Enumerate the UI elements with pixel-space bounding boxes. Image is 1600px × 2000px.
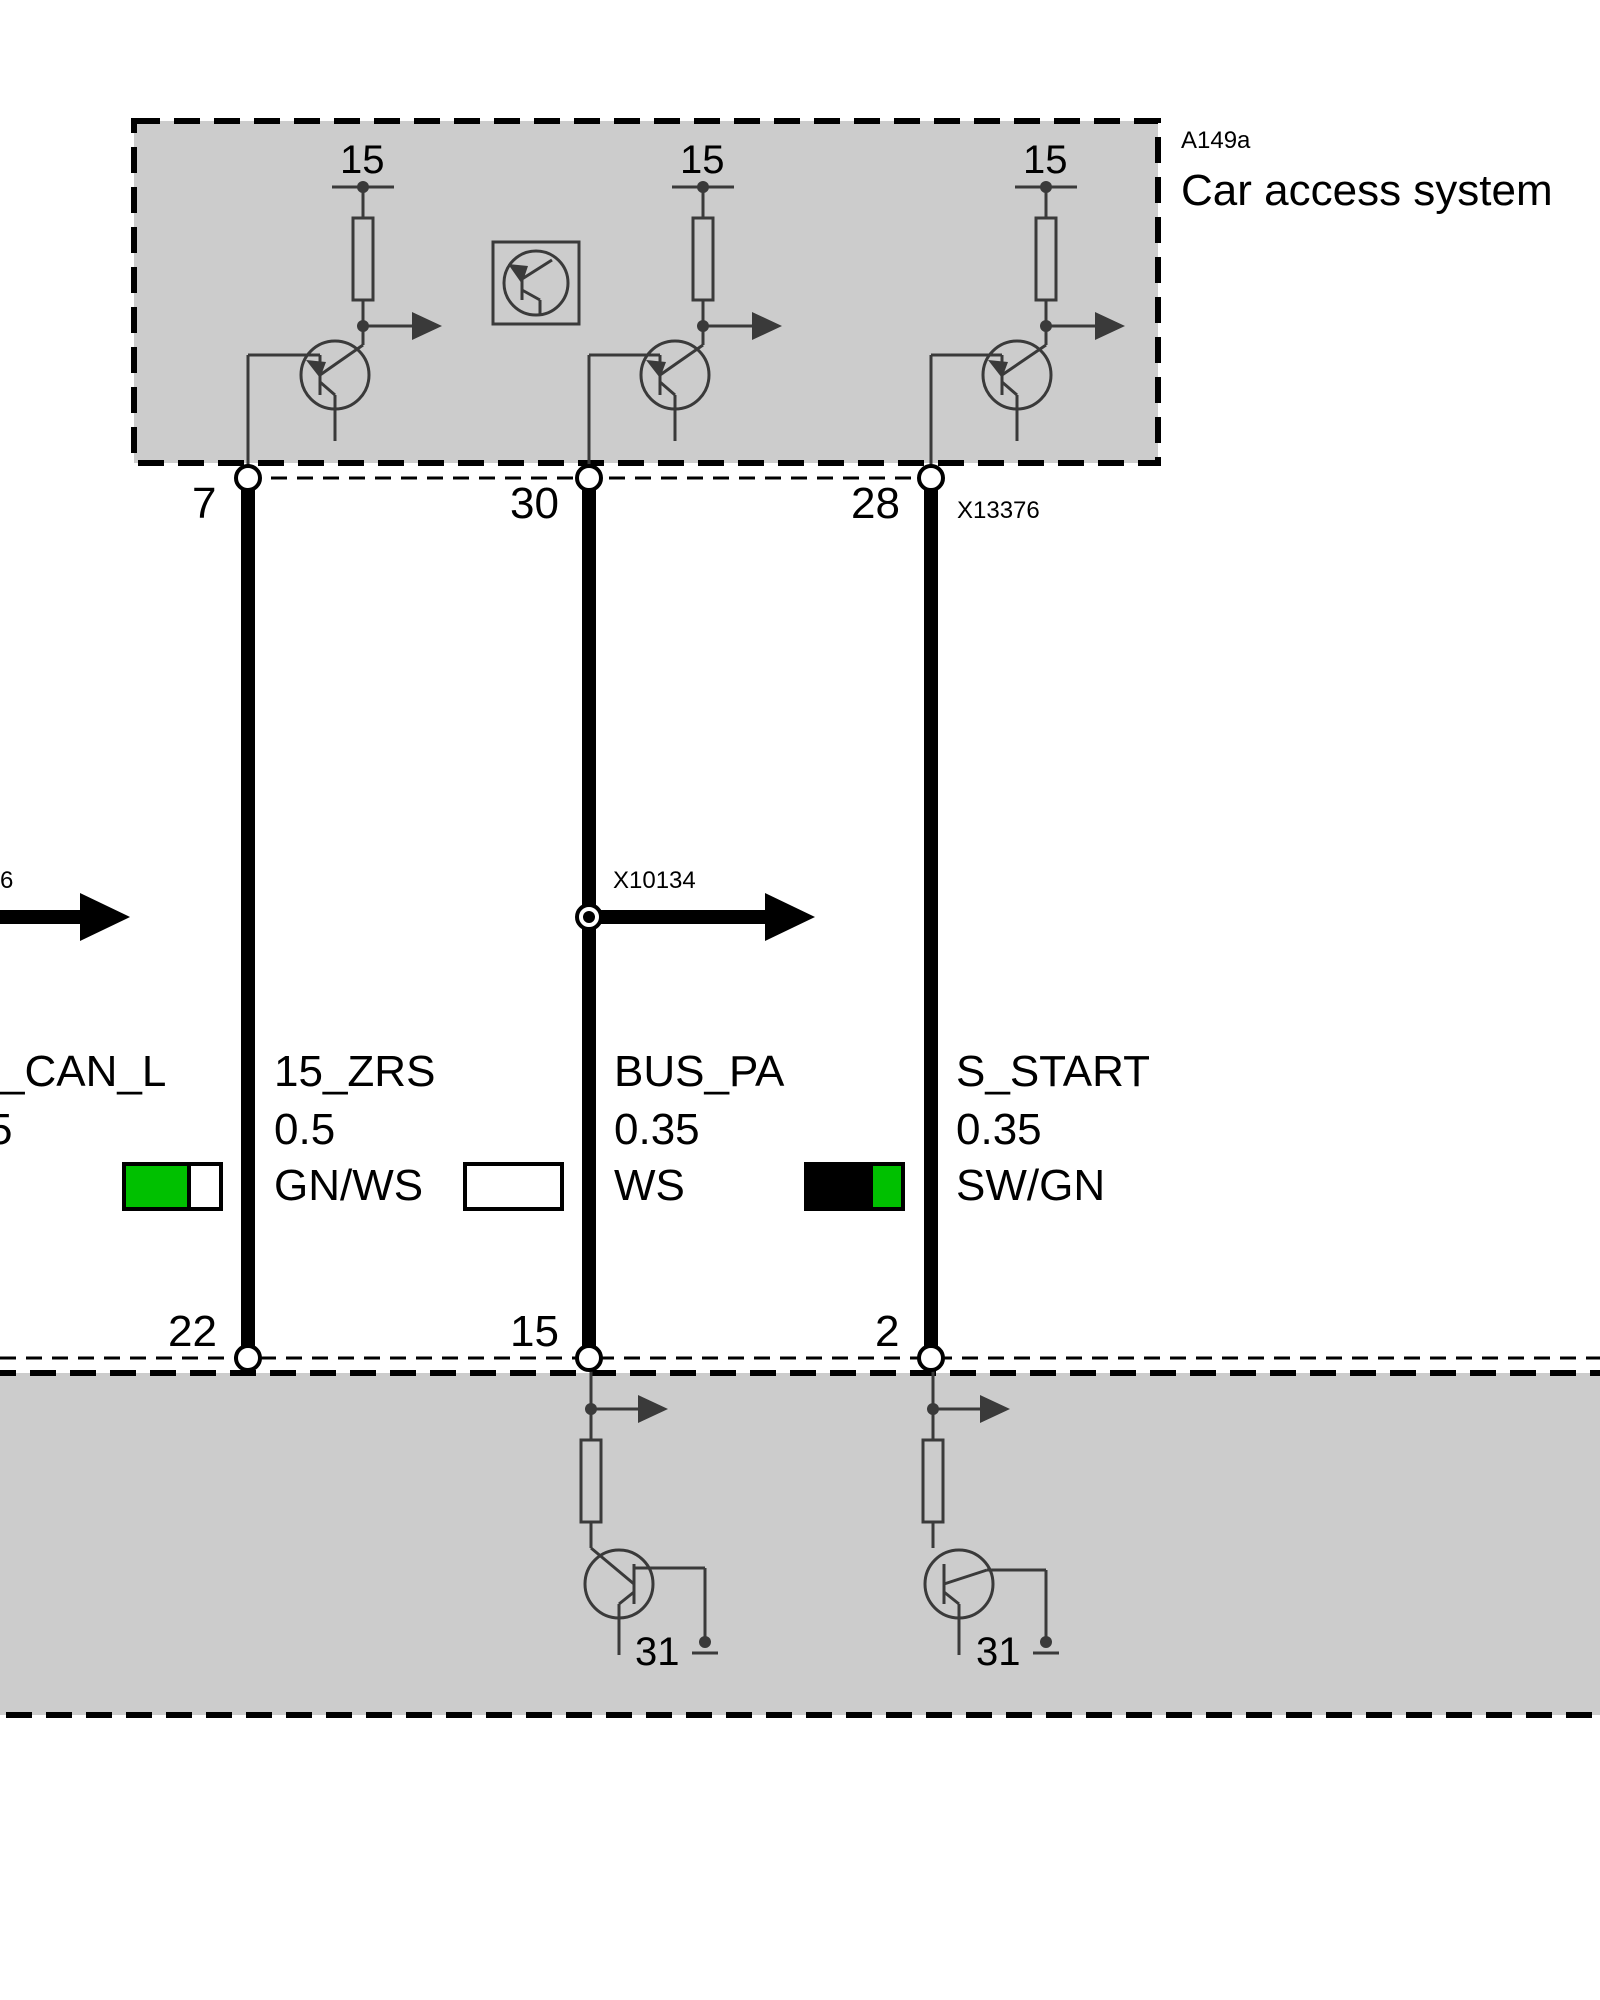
car-access-system-module: A149a Car access system X13376 15: [131, 118, 1553, 524]
module-top-box: [131, 118, 1161, 466]
receiver-stage-1: 31: [579, 1365, 718, 1674]
arrow-icon: [1095, 312, 1125, 340]
wire-cross-section-label: 0.35: [614, 1105, 700, 1154]
bottom-pin-label: 15: [510, 1307, 559, 1356]
transistor-symbol-icon: [491, 240, 581, 326]
supply-label-2: 15: [680, 138, 725, 182]
wire-color-code-label: WS: [614, 1161, 685, 1210]
arrow-icon: [412, 312, 442, 340]
arrow-icon: [638, 1395, 668, 1423]
wire-color-code-label: GN/WS: [274, 1161, 423, 1210]
wire-color-swatch: [122, 1162, 223, 1211]
top-pin-label: 28: [851, 479, 900, 528]
wire-color-swatch: [463, 1162, 564, 1211]
arrow-icon: [80, 893, 130, 941]
wire-s-start: 28 2 S_START 0.35 SW/GN: [804, 464, 1150, 1372]
splice-x10134: X10134: [575, 867, 815, 941]
wire-signal-label: S_START: [956, 1047, 1150, 1096]
left-partial-wire: _CAN_L 5: [0, 1047, 166, 1154]
supply-label-1: 15: [340, 138, 385, 182]
module-bottom-box: [0, 1370, 1600, 1718]
receiver-stage-2: 31: [921, 1365, 1059, 1674]
driver-stage-3: 15: [929, 138, 1125, 470]
arrow-icon: [980, 1395, 1010, 1423]
ground-label-2: 31: [976, 1630, 1021, 1674]
ground-label-1: 31: [635, 1630, 680, 1674]
wire-cross-section-label: 0.35: [956, 1105, 1042, 1154]
wire-color-swatch: [804, 1162, 905, 1211]
top-pin-label: 30: [510, 479, 559, 528]
driver-stage-2: 15: [587, 138, 782, 470]
module-id-label: A149a: [1181, 127, 1251, 154]
left-splice-label: 6: [0, 867, 13, 894]
bottom-pin-label: 2: [875, 1307, 899, 1356]
connector-id-label: X13376: [957, 497, 1040, 524]
left-wire-cross-section-label: 5: [0, 1105, 12, 1154]
arrow-icon: [765, 893, 815, 941]
wire-color-code-label: SW/GN: [956, 1161, 1105, 1210]
driver-stage-1: 15: [246, 138, 442, 470]
bottom-module: 31 31: [0, 1356, 1600, 1718]
left-wire-signal-label: _CAN_L: [0, 1047, 166, 1096]
supply-label-3: 15: [1023, 138, 1068, 182]
arrow-icon: [752, 312, 782, 340]
bottom-pin-label: 22: [168, 1307, 217, 1356]
wire-signal-label: 15_ZRS: [274, 1047, 435, 1096]
wire-cross-section-label: 0.5: [274, 1105, 335, 1154]
wire-signal-label: BUS_PA: [614, 1047, 785, 1096]
left-partial-splice: 6: [0, 867, 130, 941]
wire-15-zrs: 7 22 15_ZRS 0.5 GN/WS: [122, 464, 435, 1372]
splice-id-label: X10134: [613, 867, 696, 894]
top-pin-label: 7: [192, 479, 216, 528]
module-name-label: Car access system: [1181, 166, 1553, 215]
